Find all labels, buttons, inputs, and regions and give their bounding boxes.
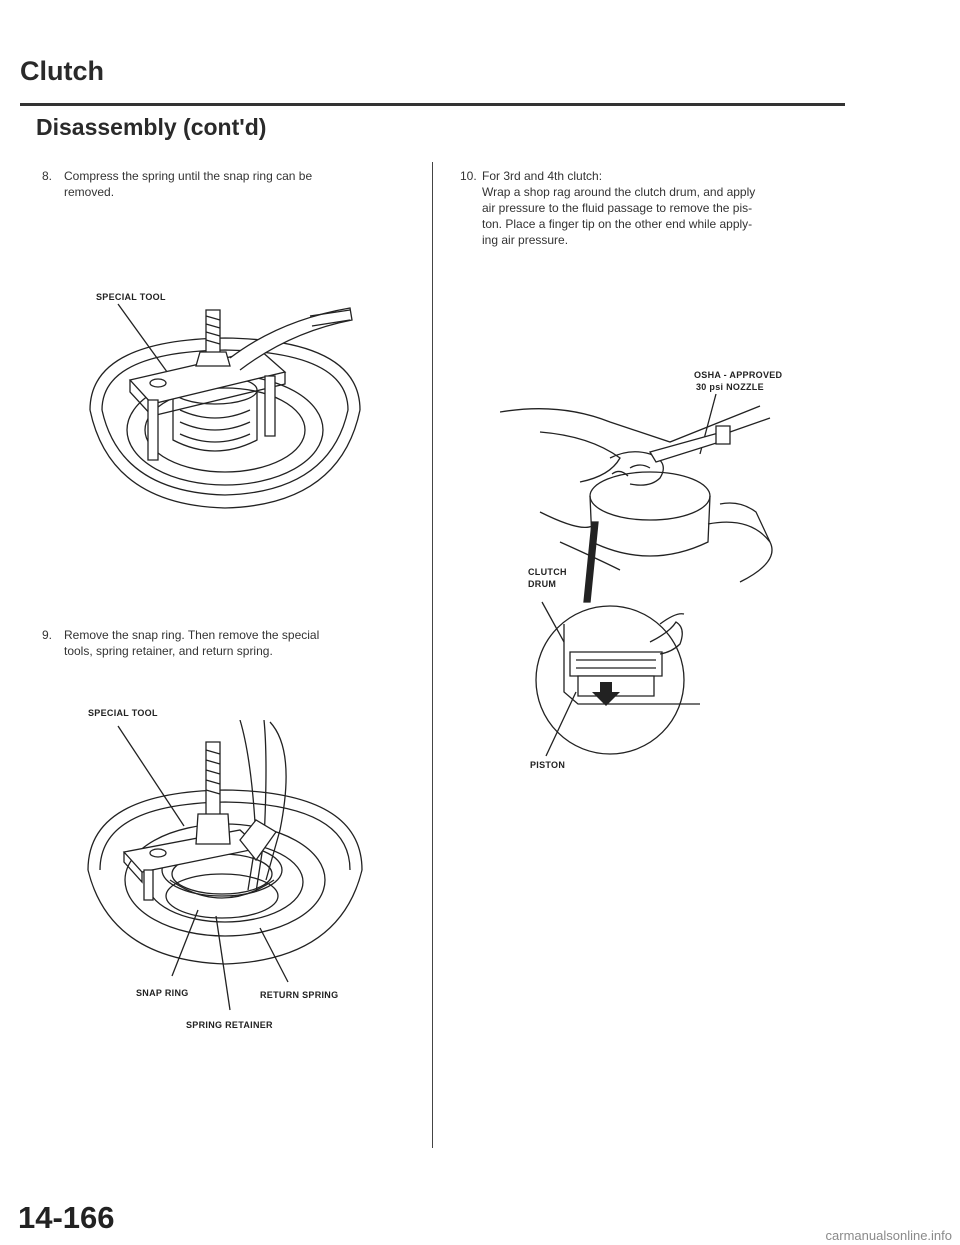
step-10: 10. For 3rd and 4th clutch: Wrap a shop … (460, 168, 860, 258)
label-nozzle-line1: OSHA - APPROVED (694, 370, 783, 380)
label-spring-retainer: SPRING RETAINER (186, 1020, 273, 1030)
step-9: 9. Remove the snap ring. Then remove the… (42, 627, 422, 663)
watermark-text[interactable]: carmanualsonline.info (825, 1228, 952, 1243)
step-text-line: Compress the spring until the snap ring … (64, 169, 313, 183)
label-nozzle-line2: 30 psi NOZZLE (696, 382, 764, 392)
header-rule (20, 103, 845, 106)
step-text-line: removed. (64, 185, 115, 199)
figure-snap-ring-removal (80, 720, 370, 1020)
step-number: 10. (460, 169, 477, 183)
section-title: Disassembly (cont'd) (36, 114, 267, 140)
label-special-tool: SPECIAL TOOL (96, 292, 166, 302)
step-8: 8. Compress the spring until the snap ri… (42, 168, 422, 204)
label-return-spring: RETURN SPRING (260, 990, 339, 1000)
step-text-line: ton. Place a finger tip on the other end… (482, 217, 753, 231)
label-clutch-drum-line2: DRUM (528, 579, 557, 589)
label-clutch-drum-line1: CLUTCH (528, 567, 567, 577)
step-text-line: air pressure to the fluid passage to rem… (482, 201, 753, 215)
figure-spring-compressor (80, 280, 370, 520)
step-number: 9. (42, 628, 53, 642)
step-number: 8. (42, 169, 53, 183)
step-text-line: Remove the snap ring. Then remove the sp… (64, 628, 320, 642)
page-number: 14-166 (18, 1200, 115, 1235)
step-text-line: tools, spring retainer, and return sprin… (64, 644, 273, 658)
step-text-line: For 3rd and 4th clutch: (482, 169, 603, 183)
label-piston: PISTON (530, 760, 566, 770)
label-snap-ring: SNAP RING (136, 988, 189, 998)
figure-piston-removal (500, 392, 800, 762)
column-divider (432, 162, 433, 1148)
page-header-title: Clutch (20, 56, 104, 86)
step-text-line: Wrap a shop rag around the clutch drum, … (482, 185, 756, 199)
label-special-tool: SPECIAL TOOL (88, 708, 158, 718)
step-text-line: ing air pressure. (482, 233, 569, 247)
